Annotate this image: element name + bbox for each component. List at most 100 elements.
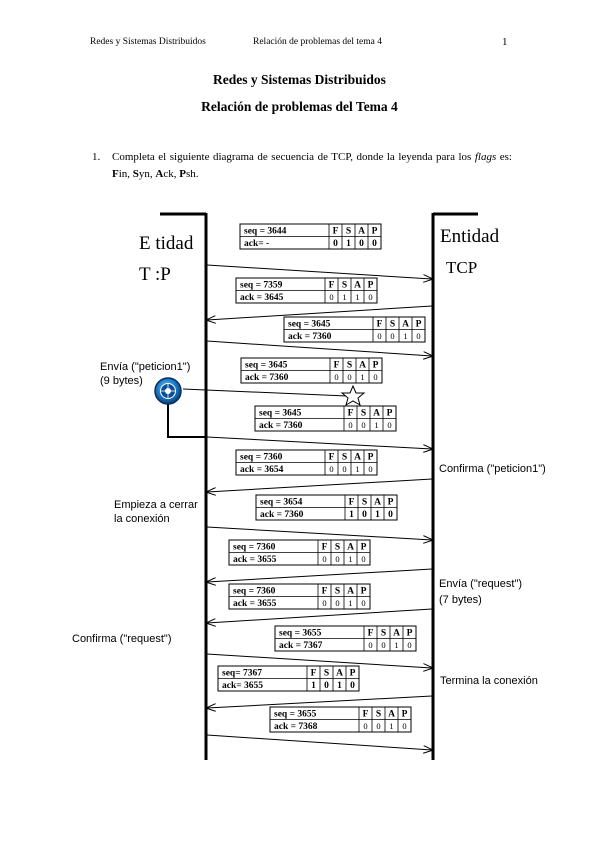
arrow-syn-ack — [207, 305, 433, 320]
note-la-conexion: la conexión — [114, 513, 170, 525]
right-entity-name: Entidad — [440, 226, 500, 247]
flag-header: S — [361, 409, 366, 419]
flag-header: F — [311, 669, 317, 679]
flag-value: 0 — [368, 292, 372, 302]
note-seven-bytes: (7 bytes) — [439, 594, 482, 606]
flag-value: 0 — [407, 640, 411, 650]
flag-header: F — [333, 227, 339, 237]
note-empieza-cerrar: Empieza a cerrar — [114, 499, 198, 511]
flag-value: 1 — [375, 510, 380, 520]
flag-header: A — [374, 498, 381, 508]
question-text-es: es: — [499, 151, 512, 163]
flag-header: F — [368, 629, 374, 639]
flag-header: A — [347, 543, 354, 553]
arrow-ack — [206, 340, 432, 356]
seq-value: seq= 7367 — [222, 669, 262, 679]
flag-value: 1 — [374, 420, 378, 430]
header-page-number: 1 — [502, 36, 508, 48]
ack-value: ack = 3654 — [240, 465, 284, 475]
ack-value: ack = 7367 — [279, 641, 323, 651]
arrow-ack-fin — [207, 568, 433, 582]
flag-header: S — [342, 453, 347, 463]
flag-value: 0 — [335, 554, 339, 564]
flag-value: 0 — [350, 681, 355, 691]
flag-header: S — [381, 629, 386, 639]
flag-value: 0 — [381, 640, 385, 650]
arrow-lost-segment — [182, 388, 348, 397]
flag-value: 1 — [311, 681, 316, 691]
flag-header: A — [354, 453, 361, 463]
flag-value: 0 — [361, 554, 365, 564]
arrow-fin-1 — [206, 526, 432, 540]
seq-value: seq = 3654 — [260, 498, 303, 508]
ack-value: ack = 7360 — [245, 373, 289, 383]
legend-ack: Ack — [155, 168, 174, 180]
flag-value: 0 — [333, 239, 338, 249]
flag-value: 0 — [388, 510, 393, 520]
flag-value: 0 — [416, 331, 420, 341]
seq-value: seq = 3645 — [288, 320, 331, 330]
flag-header: F — [348, 409, 354, 419]
flag-header: S — [347, 361, 352, 371]
flag-header: S — [362, 498, 367, 508]
flag-header: A — [336, 669, 343, 679]
arrow-syn — [206, 264, 432, 279]
question-1: 1. Completa el siguiente diagrama de sec… — [92, 149, 512, 183]
ack-value: ack = 3655 — [233, 555, 277, 565]
flag-value: 1 — [348, 598, 352, 608]
flag-header: S — [335, 543, 340, 553]
flag-value: 0 — [402, 721, 406, 731]
flag-value: 0 — [361, 420, 365, 430]
left-entity-name: E tidad — [139, 233, 194, 254]
flag-value: 0 — [377, 331, 381, 341]
flag-header: P — [350, 669, 356, 679]
flag-value: 0 — [329, 464, 333, 474]
flag-header: P — [372, 227, 378, 237]
seq-value: seq = 7360 — [240, 453, 283, 463]
flag-header: P — [387, 409, 393, 419]
ack-value: ack = 7360 — [260, 510, 304, 520]
flag-value: 1 — [346, 239, 351, 249]
arrow-ack-request — [206, 653, 432, 668]
flag-header: P — [368, 453, 374, 463]
flag-header: S — [324, 669, 329, 679]
flag-header: P — [368, 281, 374, 291]
flag-header: P — [361, 543, 367, 553]
question-number: 1. — [92, 151, 101, 163]
flag-header: S — [335, 587, 340, 597]
flag-value: 1 — [342, 292, 346, 302]
flag-header: S — [376, 710, 381, 720]
flag-header: F — [363, 710, 369, 720]
seq-value: seq = 3645 — [259, 409, 302, 419]
flag-value: 0 — [373, 372, 377, 382]
flag-header: S — [342, 281, 347, 291]
flag-value: 0 — [335, 598, 339, 608]
flag-header: P — [407, 629, 413, 639]
flag-value: 0 — [348, 420, 352, 430]
flag-value: 0 — [322, 554, 326, 564]
flag-value: 1 — [355, 292, 359, 302]
flag-header: A — [393, 629, 400, 639]
flag-value: 0 — [362, 510, 367, 520]
document-title: Redes y Sistemas Distribuidos — [213, 72, 386, 87]
flag-value: 0 — [363, 721, 367, 731]
note-nine-bytes: (9 bytes) — [100, 375, 143, 387]
flag-header: F — [334, 361, 340, 371]
flag-value: 0 — [334, 372, 338, 382]
flag-value: 0 — [387, 420, 391, 430]
flag-header: A — [373, 409, 380, 419]
ack-value: ack = 3655 — [233, 599, 277, 609]
flag-value: 1 — [349, 510, 354, 520]
ack-value: ack= - — [244, 239, 269, 249]
ack-value: ack = 7360 — [288, 332, 332, 342]
seq-value: seq = 3644 — [244, 227, 287, 237]
